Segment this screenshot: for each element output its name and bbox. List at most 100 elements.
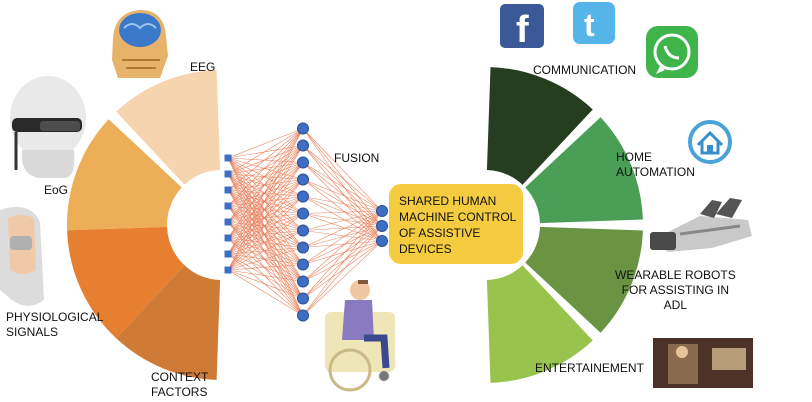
network-edge	[227, 196, 304, 255]
network-edge	[227, 145, 304, 191]
network-edge	[302, 210, 383, 299]
network-node	[297, 258, 309, 271]
network-edge	[227, 196, 304, 207]
network-edge	[227, 253, 304, 265]
network-edge	[227, 189, 304, 197]
twitter-icon: t	[573, 2, 615, 44]
network-edge	[302, 210, 383, 214]
network-edge	[227, 179, 304, 207]
wearable-robots-label: WEARABLE ROBOTS FOR ASSISTING IN ADL	[615, 268, 736, 313]
wearable-robots-line-3: ADL	[663, 298, 688, 312]
network-edge	[227, 205, 304, 316]
network-edge	[227, 205, 304, 282]
network-edge	[227, 189, 304, 214]
network-edge	[227, 221, 304, 231]
context-factors-line-1: CONTEXT	[151, 370, 209, 384]
context-factors-sector	[116, 265, 221, 380]
network-edge	[227, 230, 304, 271]
entertainment-photo-icon	[653, 338, 753, 388]
network-node	[297, 156, 309, 169]
network-edge	[227, 179, 304, 191]
network-edge	[227, 162, 304, 207]
network-edge	[227, 205, 304, 299]
network-edge	[302, 210, 383, 282]
network-edge	[227, 173, 304, 248]
robotic-hand-icon	[650, 198, 752, 252]
network-edge	[302, 240, 383, 248]
network-node	[224, 170, 232, 178]
wheelchair-user-icon	[325, 280, 395, 392]
network-edge	[227, 179, 304, 239]
network-edge	[227, 162, 304, 223]
network-edge	[227, 213, 304, 223]
svg-text:f: f	[516, 9, 529, 51]
home-automation-label: HOME AUTOMATION	[616, 150, 695, 180]
home-automation-sector	[525, 117, 643, 224]
network-edge	[227, 221, 304, 299]
network-edge	[227, 247, 304, 255]
network-edge	[227, 253, 304, 299]
home-icon	[688, 120, 732, 164]
network-edge	[302, 225, 383, 265]
network-edge	[227, 128, 304, 191]
network-edge	[227, 189, 304, 248]
communication-sector	[486, 67, 593, 185]
network-node	[297, 241, 309, 254]
network-edge	[227, 237, 304, 299]
network-node	[376, 205, 388, 217]
network-node	[224, 154, 232, 162]
network-edge	[302, 213, 383, 227]
network-edge	[227, 237, 304, 265]
arm-sensor-icon	[0, 206, 44, 306]
network-edge	[227, 230, 304, 239]
network-edge	[227, 247, 304, 271]
network-edge	[227, 162, 304, 271]
network-edge	[227, 173, 304, 282]
communication-label: COMMUNICATION	[533, 63, 637, 77]
network-edge	[227, 157, 304, 163]
network-edge	[227, 237, 304, 248]
network-node	[297, 309, 309, 322]
network-node	[224, 202, 232, 210]
network-edge	[227, 173, 304, 231]
network-edge	[227, 196, 304, 239]
network-edge	[302, 145, 383, 242]
shared-control-box: SHARED HUMAN MACHINE CONTROL OF ASSISTIV…	[389, 184, 523, 264]
network-edge	[227, 157, 304, 197]
network-edge	[227, 264, 304, 271]
network-edge	[227, 162, 304, 191]
network-edge	[227, 269, 304, 316]
wearable-robots-line-2: FOR ASSISTING IN	[621, 283, 730, 297]
network-edge	[227, 157, 304, 180]
network-node	[297, 122, 309, 135]
network-edge	[227, 128, 304, 255]
network-node	[224, 186, 232, 194]
network-node	[297, 190, 309, 203]
network-edge	[227, 269, 304, 299]
network-edge	[227, 205, 304, 248]
right-output-sectors	[486, 67, 643, 383]
network-edge	[302, 225, 383, 316]
network-edge	[227, 213, 304, 271]
network-edge	[227, 128, 304, 223]
wearable-robots-line-1: WEARABLE ROBOTS	[615, 268, 736, 282]
network-edge	[302, 210, 383, 265]
network-node	[224, 250, 232, 258]
network-edge	[302, 162, 383, 212]
network-node	[297, 224, 309, 237]
network-edge	[302, 210, 383, 248]
network-edge	[302, 196, 383, 242]
network-edge	[227, 196, 304, 271]
physiological-signals-line-2: SIGNALS	[6, 325, 59, 339]
network-edge	[227, 269, 304, 282]
shared-control-line-2: MACHINE CONTROL	[399, 210, 517, 224]
network-edge	[227, 157, 304, 248]
network-node	[297, 207, 309, 220]
svg-text:t: t	[584, 7, 595, 43]
network-edge	[227, 173, 304, 299]
eeg-label: EEG	[190, 60, 216, 74]
network-edge	[302, 128, 383, 212]
network-edge	[302, 240, 383, 265]
eeg-glasses-head-icon	[10, 76, 86, 178]
